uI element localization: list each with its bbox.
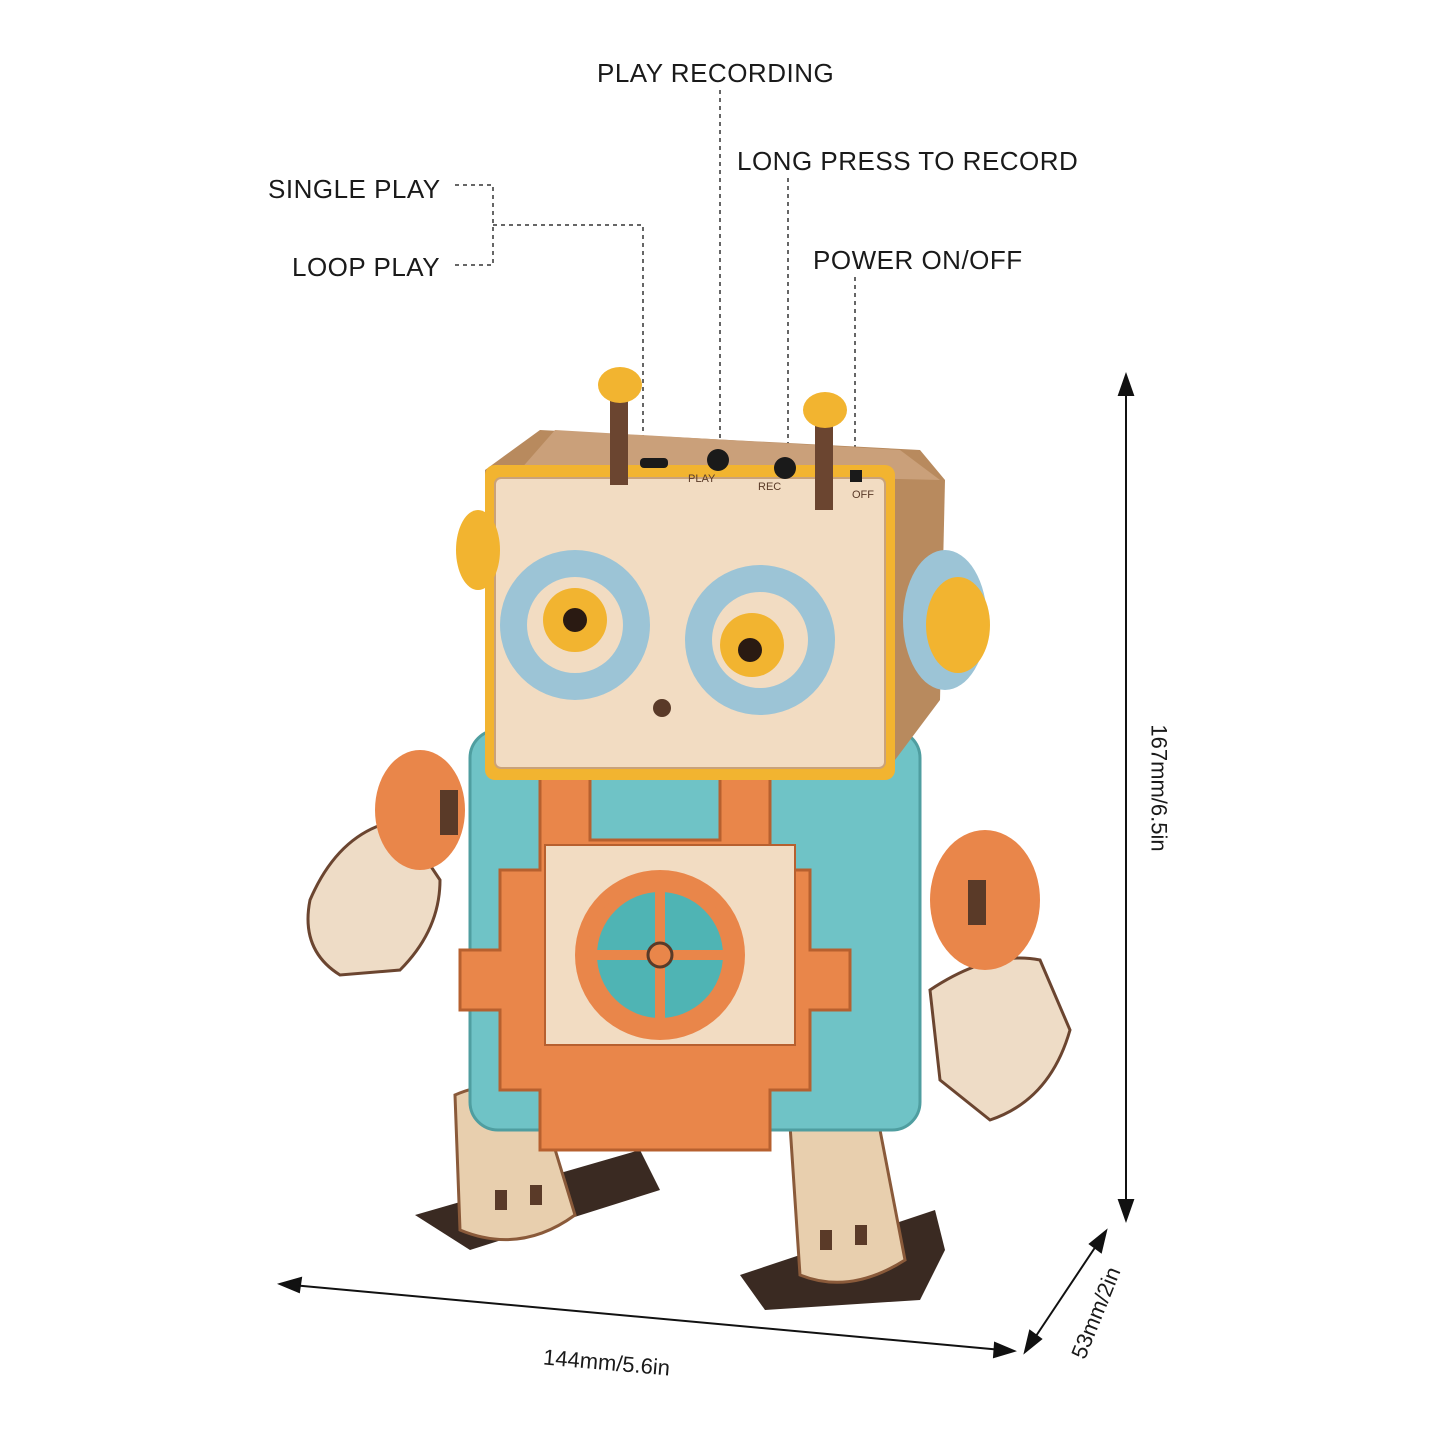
rec-button-text: REC (758, 481, 781, 493)
loop-play-label: LOOP PLAY (292, 252, 441, 282)
hands (306, 750, 1072, 1122)
single-play-label: SINGLE PLAY (268, 174, 441, 204)
dimension-arrows (276, 371, 1135, 1359)
antennas (598, 367, 847, 510)
long-press-to-record-label: LONG PRESS TO RECORD (737, 146, 1079, 176)
robot-body (458, 728, 922, 1152)
callout-lines (455, 90, 856, 470)
power-on-off-label: POWER ON/OFF (813, 245, 1023, 275)
right-eye (685, 565, 835, 715)
left-eye (500, 550, 650, 700)
play-recording-label: PLAY RECORDING (597, 58, 835, 88)
play-button-text: PLAY (688, 473, 716, 485)
top-control-buttons: PLAY REC OFF (640, 449, 874, 501)
off-button-text: OFF (852, 489, 874, 501)
robot-head: PLAY REC OFF (456, 367, 990, 780)
feet (415, 1084, 945, 1310)
